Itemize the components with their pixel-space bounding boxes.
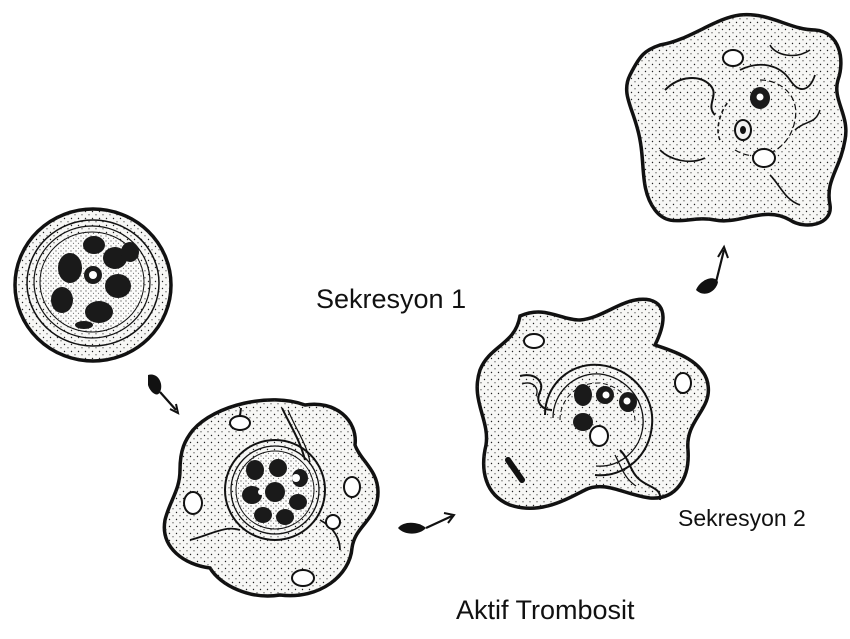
arrow-resting-to-shape-change xyxy=(148,375,178,413)
active-platelet-label: Aktif Trombosit xyxy=(456,595,635,626)
secretion-1-label: Sekresyon 1 xyxy=(316,284,466,315)
arrow-shape-change-to-secretion xyxy=(398,513,454,534)
resting-platelet xyxy=(15,209,171,361)
secreting-platelet xyxy=(477,299,708,508)
arrow-secretion-to-active xyxy=(696,247,728,294)
shape-change-platelet xyxy=(164,400,378,596)
secretion-2-label: Sekresyon 2 xyxy=(678,505,806,532)
active-platelet xyxy=(627,15,846,225)
